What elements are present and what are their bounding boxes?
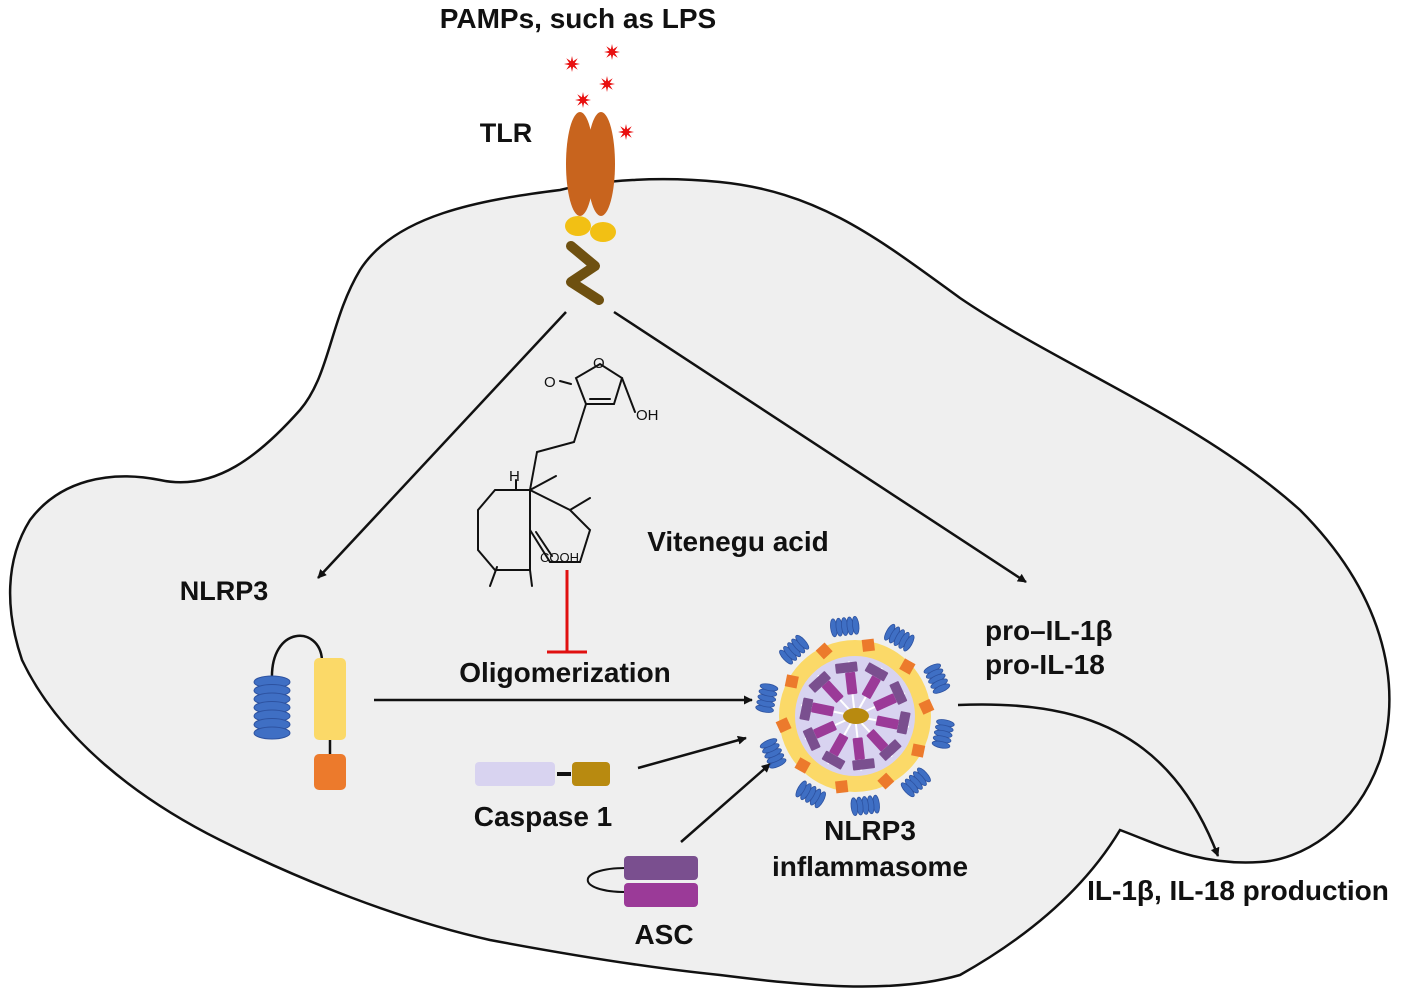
inflammasome-lrr-block — [911, 743, 926, 758]
inflammasome-pyd-coil — [779, 634, 810, 665]
inflammasome-lrr-block — [794, 757, 811, 774]
label-nlrp3: NLRP3 — [180, 576, 269, 606]
inflammasome-pyd-coil — [759, 738, 787, 769]
label-caspase1: Caspase 1 — [474, 801, 613, 832]
vitenegu-acid-structure — [477, 362, 636, 587]
inflammasome-pyd-coil — [795, 780, 826, 809]
inflammasome-asc-unit — [821, 733, 849, 770]
tlr-ectodomain-right — [587, 112, 615, 216]
nlrp3-monomer — [253, 634, 346, 790]
inflammasome-pyd-coil — [850, 794, 880, 817]
asc-protein — [586, 856, 698, 907]
molecule-ring-o: O — [593, 355, 605, 372]
inflammasome-lrr-block — [861, 638, 875, 652]
inflammasome-caspase-center — [843, 708, 869, 724]
label-inflammasome-line1: NLRP3 — [824, 815, 916, 846]
inflammasome-lrr-blocks — [775, 638, 935, 794]
lps-molecules — [564, 44, 634, 140]
arrow-caspase1-to-inflammasome — [637, 735, 747, 770]
label-inflammasome-line2: inflammasome — [772, 851, 968, 882]
label-oligomerization: Oligomerization — [459, 657, 671, 688]
lps-star-2 — [604, 44, 620, 60]
inflammasome-asc-unit — [875, 711, 911, 735]
arrow-cytokine-release — [957, 703, 1220, 857]
nlrp3-lrr-domain — [314, 754, 346, 790]
inflammasome-asc-unit — [835, 661, 858, 695]
inflammasome-pyd-coil — [830, 615, 860, 638]
arrow-tlr-to-pro-il — [613, 310, 1027, 584]
arrow-asc-to-inflammasome — [680, 763, 771, 843]
nlrp3-pyd-domain — [253, 675, 291, 740]
caspase1-card-domain — [475, 762, 555, 786]
inflammasome-asc-unit — [808, 671, 844, 703]
tlr-tir-left — [565, 216, 591, 236]
inflammasome-asc-unit — [799, 697, 835, 721]
label-asc: ASC — [634, 919, 693, 950]
label-vitenegu-acid: Vitenegu acid — [647, 526, 829, 557]
arrow-tlr-to-nlrp3 — [317, 311, 567, 579]
inflammasome-pyd-coil — [900, 767, 931, 798]
inflammasome-lrr-block — [815, 642, 833, 660]
label-pro-il1b: pro–IL-1β — [985, 615, 1113, 646]
tlr-cytoplasmic-tail — [566, 241, 604, 305]
inflammasome-lrr-block — [918, 698, 935, 715]
label-pamps: PAMPs, such as LPS — [440, 3, 716, 34]
nlrp3-nacht-domain — [314, 658, 346, 740]
inflammasome-pyd-coils — [755, 615, 955, 817]
inflammasome-lrr-block — [775, 717, 792, 734]
molecule-carboxyl: COOH — [540, 550, 579, 565]
inflammasome-asc-unit — [861, 662, 889, 699]
molecule-hydrogen: H — [509, 468, 520, 485]
asc-linker — [586, 867, 627, 893]
inhibition-marker — [547, 570, 587, 654]
inflammasome-pyd-coil — [755, 683, 779, 713]
inflammasome-asc-unit — [802, 720, 837, 751]
lps-star-3 — [599, 76, 615, 92]
molecule-carbonyl-o: O — [544, 374, 556, 391]
tlr-receptor — [565, 112, 616, 305]
inflammasome-pyd-coil — [931, 719, 955, 749]
asc-pyd-domain — [624, 856, 698, 880]
label-pro-il18: pro-IL-18 — [985, 649, 1105, 680]
lps-star-4 — [575, 92, 591, 108]
label-production: IL-1β, IL-18 production — [1087, 875, 1389, 906]
molecule-hydroxyl: OH — [636, 407, 659, 424]
inflammasome-asc-unit — [866, 729, 902, 761]
caspase1-protein — [475, 762, 610, 786]
nlrp3-linker — [270, 634, 324, 681]
inflammasome-lrr-block — [835, 780, 849, 794]
inflammasome-asc-unit — [873, 681, 908, 712]
label-tlr: TLR — [480, 118, 532, 148]
inflammasome-asc-unit — [852, 737, 875, 771]
lps-star-5 — [618, 124, 634, 140]
caspase1-catalytic-domain — [572, 762, 610, 786]
cell-membrane — [8, 177, 1391, 988]
inflammasome-pyd-coil — [884, 623, 915, 652]
lps-star-1 — [564, 56, 580, 72]
asc-card-domain — [624, 883, 698, 907]
tlr-ectodomain-left — [566, 112, 594, 216]
inflammasome-pyd-coil — [923, 663, 951, 694]
inflammasome-lrr-block — [899, 658, 916, 675]
nlrp3-inflammasome-complex — [755, 615, 955, 817]
nlrp3-pyd-coil — [253, 726, 291, 740]
inflammasome-asc-filaments — [799, 661, 911, 771]
inflammasome-lrr-block — [877, 772, 895, 790]
inflammasome-lrr-block — [784, 674, 799, 689]
tlr-tir-right — [590, 222, 616, 242]
